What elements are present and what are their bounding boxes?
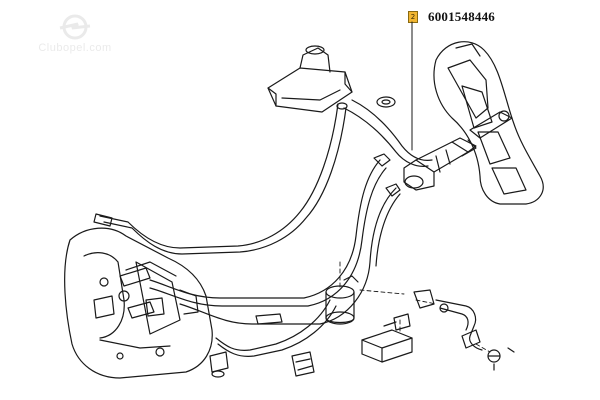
hydraulic-pipe-upper — [99, 102, 348, 255]
hose-assembly — [343, 99, 433, 167]
assembly-guide-lines — [339, 261, 491, 353]
watermark: Clubopel.com — [20, 14, 130, 60]
hydraulic-pipe-middle — [179, 183, 401, 325]
bolt-icon — [487, 347, 515, 371]
opel-logo-icon — [59, 14, 91, 40]
gasket — [376, 96, 396, 108]
clip-icon — [209, 351, 229, 378]
gearbox-housing — [64, 227, 213, 379]
master-cylinder — [403, 137, 477, 191]
clutch-pedal — [433, 41, 544, 205]
clip-icon — [291, 351, 315, 377]
hydraulic-pipe-lower — [149, 153, 391, 307]
callout-marker[interactable]: 2 — [408, 11, 418, 23]
part-number-label[interactable]: 6001548446 — [428, 9, 495, 24]
reservoir — [267, 45, 353, 113]
mounting-bracket — [361, 313, 413, 363]
slave-cylinder — [93, 213, 155, 319]
pivot-bracket — [413, 289, 483, 351]
watermark-text: Clubopel.com — [38, 42, 112, 54]
pipe-damper — [325, 275, 359, 325]
pipe-to-slave — [215, 299, 337, 357]
